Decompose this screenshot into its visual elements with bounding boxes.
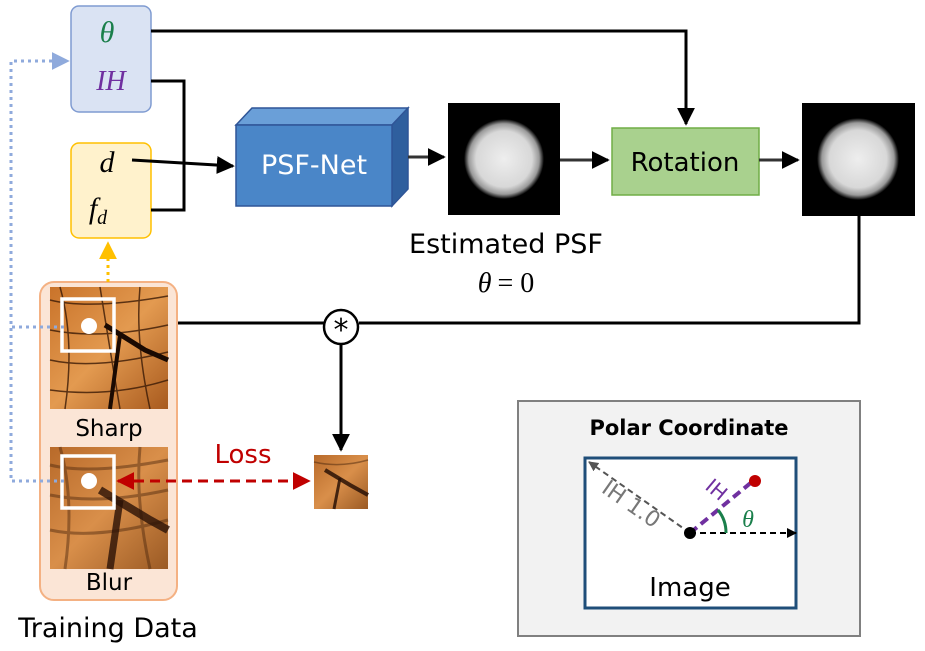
polar-image-label: Image xyxy=(649,573,730,603)
d-param-label: d xyxy=(100,146,116,179)
psf-to-conv-line xyxy=(359,216,861,325)
estimated-theta-value: = 0 xyxy=(497,268,534,299)
estimated-theta-symbol: θ xyxy=(478,268,492,299)
estimated-psf-label: Estimated PSF xyxy=(409,229,603,260)
input-box: d fd xyxy=(70,142,152,239)
polar-title: Polar Coordinate xyxy=(589,416,788,440)
theta-param-label: θ xyxy=(100,16,115,49)
fd-param-subscript: d xyxy=(97,207,108,229)
sharp-label: Sharp xyxy=(75,416,142,442)
polar-theta-label: θ xyxy=(742,507,754,533)
sharp-image xyxy=(49,286,169,410)
fd-to-psfnet-line xyxy=(151,165,186,212)
theta-arc xyxy=(716,509,728,534)
psfnet-block: PSF-Net xyxy=(234,106,410,208)
blur-label: Blur xyxy=(86,570,133,596)
polar-coordinate-panel: Polar Coordinate IH 1.0 IH θ Image xyxy=(517,400,861,637)
svg-text:θ= 0: θ= 0 xyxy=(478,268,535,299)
ih-full-line xyxy=(588,461,691,534)
estimated-psf-image xyxy=(448,103,560,215)
rotated-psf-image xyxy=(802,103,915,216)
origin-point xyxy=(684,527,696,539)
rotation-label: Rotation xyxy=(631,148,740,178)
ih-to-psfnet-line xyxy=(151,79,186,165)
convolution-symbol: * xyxy=(334,313,349,348)
blur-position-line xyxy=(9,327,64,483)
sample-point xyxy=(749,475,761,487)
loss-label: Loss xyxy=(214,440,271,470)
blur-image xyxy=(49,446,170,570)
ih-param-label: IH xyxy=(95,66,127,97)
psfnet-label: PSF-Net xyxy=(261,150,367,181)
d-to-psfnet-arrow xyxy=(131,156,235,175)
convolution-operator: * xyxy=(322,308,360,348)
parameter-box: θ IH xyxy=(70,5,152,113)
rotation-block: Rotation xyxy=(611,127,760,196)
training-data-caption: Training Data xyxy=(17,613,198,644)
theta-to-rotation-arrow xyxy=(151,29,695,126)
output-patch-image xyxy=(313,455,369,510)
